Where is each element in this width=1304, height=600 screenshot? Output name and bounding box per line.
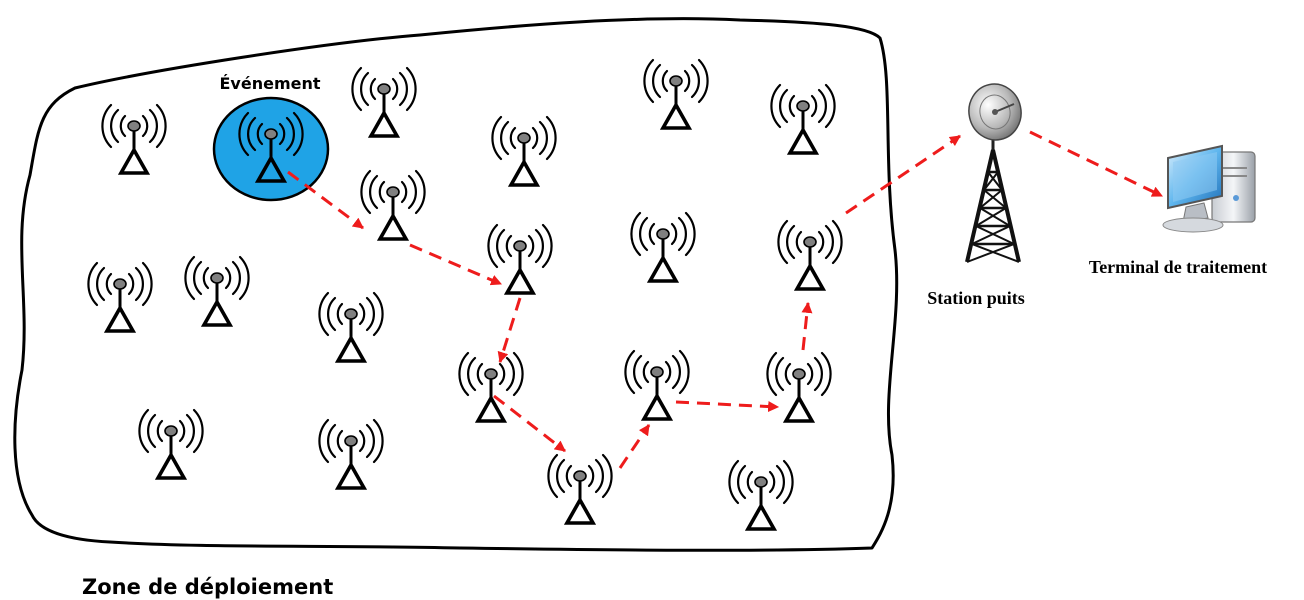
- route-arrow: [618, 424, 651, 469]
- antenna-sensor-icon: [318, 291, 384, 363]
- antenna-sensor-icon: [630, 211, 696, 283]
- antenna-sensor-icon: [351, 66, 417, 138]
- antenna-sensor-icon: [728, 459, 794, 531]
- zone-label: Zone de déploiement: [82, 575, 333, 599]
- antenna-sensor-icon: [101, 103, 167, 175]
- route-arrow: [675, 400, 780, 413]
- route-arrow: [409, 243, 503, 286]
- sensor-nodes: [87, 58, 843, 531]
- antenna-sensor-icon: [547, 453, 613, 525]
- antenna-sensor-icon: [238, 111, 304, 183]
- desktop-computer-icon: [1162, 144, 1256, 233]
- route-arrow: [801, 301, 813, 351]
- route-arrow: [287, 170, 364, 230]
- event-label: Événement: [219, 74, 320, 93]
- antenna-sensor-icon: [766, 351, 832, 423]
- routing-path: [287, 130, 1163, 469]
- terminal-label: Terminal de traitement: [1089, 257, 1267, 277]
- route-arrow: [845, 134, 961, 215]
- antenna-sensor-icon: [624, 349, 690, 421]
- deployment-zone-boundary: [13, 17, 899, 552]
- antenna-sensor-icon: [138, 408, 204, 480]
- antenna-sensor-icon: [458, 351, 524, 423]
- satellite-tower-icon: [965, 83, 1022, 263]
- antenna-sensor-icon: [770, 83, 836, 155]
- antenna-sensor-icon: [643, 58, 709, 130]
- sink-label: Station puits: [927, 288, 1025, 308]
- route-arrow: [1029, 130, 1163, 198]
- antenna-sensor-icon: [487, 223, 553, 295]
- route-arrow: [493, 394, 566, 453]
- antenna-sensor-icon: [360, 169, 426, 241]
- antenna-sensor-icon: [777, 219, 843, 291]
- antenna-sensor-icon: [87, 261, 153, 333]
- antenna-sensor-icon: [491, 115, 557, 187]
- antenna-sensor-icon: [184, 255, 250, 327]
- antenna-sensor-icon: [318, 418, 384, 490]
- route-arrow: [497, 297, 522, 364]
